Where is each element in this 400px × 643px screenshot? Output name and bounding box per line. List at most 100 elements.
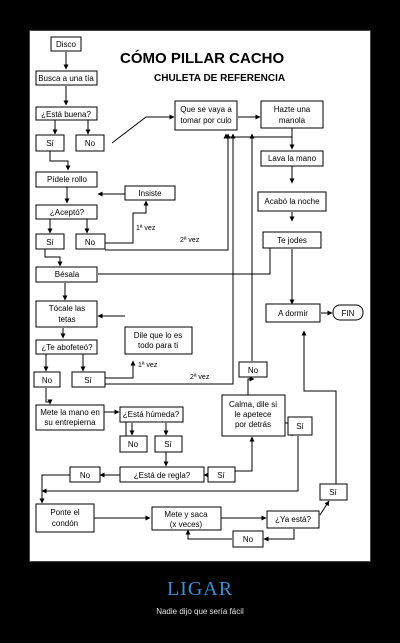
page-title: CÓMO PILLAR CACHO — [120, 49, 284, 67]
svg-text:Sí: Sí — [217, 471, 225, 480]
svg-text:Te jodes: Te jodes — [277, 236, 307, 245]
svg-text:Insiste: Insiste — [138, 189, 162, 198]
caption-subtitle: Nadie dijo que sería fácil — [156, 607, 244, 616]
svg-text:por detrás: por detrás — [235, 420, 271, 429]
nodes: Disco Busca a una tía ¿Está buena? Sí No… — [33, 36, 364, 548]
svg-text:Hazte una: Hazte una — [274, 105, 311, 114]
label-primera-vez-1: 1ª vez — [136, 225, 156, 232]
poster-frame: CÓMO PILLAR CACHO CHULETA DE REFERENCIA … — [29, 30, 371, 562]
svg-text:Pídele rollo: Pídele rollo — [47, 175, 88, 184]
svg-text:No: No — [248, 366, 259, 375]
node-si-ya: Sí — [319, 483, 348, 501]
node-mete-mano: Mete la mano en su entrepierna — [35, 404, 105, 431]
node-calma: Calma, dile si le apetece por detrás — [221, 394, 286, 437]
edge-sicalma-ponte — [41, 436, 299, 494]
label-segunda-vez-2: 2ª vez — [190, 374, 210, 381]
svg-text:tomar por culo: tomar por culo — [180, 116, 232, 125]
svg-text:FIN: FIN — [342, 309, 355, 318]
node-no-calma: No — [238, 361, 268, 378]
caption-title: LIGAR — [166, 578, 234, 600]
node-pidele: Pídele rollo — [35, 171, 98, 188]
svg-text:No: No — [85, 139, 96, 148]
svg-text:Mete la mano en: Mete la mano en — [40, 408, 100, 417]
svg-text:Ponte el: Ponte el — [50, 508, 80, 517]
svg-text:Sí: Sí — [84, 376, 92, 385]
node-no-hum: No — [119, 435, 148, 453]
node-ponte: Ponte el condón — [35, 503, 95, 533]
edge-si-calma — [235, 436, 255, 472]
edge-si-besala — [44, 249, 63, 267]
node-insiste: Insiste — [124, 185, 176, 201]
svg-text:Calma, dile si: Calma, dile si — [229, 400, 277, 409]
svg-text:manola: manola — [279, 116, 306, 125]
node-esta-buena: ¿Está buena? — [35, 106, 98, 121]
node-humeda: ¿Está húmeda? — [119, 406, 184, 423]
svg-text:¿Está húmeda?: ¿Está húmeda? — [123, 410, 180, 419]
page-subtitle: CHULETA DE REFERENCIA — [154, 73, 285, 84]
node-dormir: A dormir — [265, 303, 321, 323]
node-si-regla: Sí — [207, 466, 236, 483]
svg-text:¿Te abofeteó?: ¿Te abofeteó? — [41, 343, 93, 352]
node-si-calma: Sí — [287, 416, 313, 436]
node-lava: Lava la mano — [260, 150, 324, 167]
edge-yaesta-si — [319, 500, 330, 516]
edge-besala-jodes — [98, 240, 273, 275]
svg-text:tetas: tetas — [58, 315, 75, 324]
svg-text:le apetece: le apetece — [235, 410, 272, 419]
edge-calma-no — [247, 376, 255, 395]
edge-si-pidele — [49, 151, 71, 171]
svg-text:Tócale las: Tócale las — [49, 304, 85, 313]
svg-text:¿Ya está?: ¿Ya está? — [275, 515, 311, 524]
node-disco: Disco — [50, 36, 82, 52]
node-ya-esta: ¿Ya está? — [266, 510, 320, 529]
node-regla: ¿Está de regla? — [119, 466, 205, 483]
label-primera-vez-2: 1ª vez — [138, 362, 158, 369]
svg-text:¿Está buena?: ¿Está buena? — [41, 110, 91, 119]
edge-si-dile — [105, 360, 136, 379]
svg-text:su entrepierna: su entrepierna — [44, 418, 96, 427]
edge-no-mete — [45, 388, 53, 405]
svg-text:¿Está de regla?: ¿Está de regla? — [134, 471, 191, 480]
svg-text:Busca a una tía: Busca a una tía — [38, 74, 94, 83]
node-si-abof: Sí — [71, 371, 106, 388]
svg-text:Sí: Sí — [164, 440, 172, 449]
svg-text:Disco: Disco — [56, 40, 77, 49]
svg-text:¿Aceptó?: ¿Aceptó? — [50, 208, 85, 217]
svg-text:Lava la mano: Lava la mano — [268, 154, 317, 163]
svg-text:todo para ti: todo para ti — [138, 341, 178, 350]
svg-text:(x veces): (x veces) — [170, 520, 203, 529]
svg-text:No: No — [85, 238, 96, 247]
node-si-buena: Sí — [35, 134, 65, 152]
edge-no-insiste — [105, 200, 149, 244]
node-no-abof: No — [33, 371, 61, 388]
node-tocale: Tócale las tetas — [35, 300, 98, 328]
node-busca: Busca a una tía — [35, 70, 98, 86]
node-jodes: Te jodes — [262, 231, 322, 249]
svg-text:Que se vaya a: Que se vaya a — [180, 105, 232, 114]
edge-si-vaya — [105, 133, 236, 385]
svg-text:No: No — [243, 535, 254, 544]
node-mete-saca: Mete y saca (x veces) — [151, 506, 222, 531]
edge-no-metesaca — [185, 529, 232, 540]
svg-text:Dile que lo es: Dile que lo es — [134, 331, 182, 340]
svg-text:Sí: Sí — [296, 422, 304, 431]
edge-si-dormir — [301, 330, 337, 485]
node-besala: Bésala — [35, 266, 98, 283]
node-no-regla: No — [69, 466, 101, 483]
node-no-ya: No — [232, 530, 264, 548]
node-no-acepto: No — [75, 233, 106, 250]
svg-text:Mete y saca: Mete y saca — [164, 510, 208, 519]
svg-text:No: No — [42, 376, 53, 385]
node-manola: Hazte una manola — [260, 100, 324, 129]
edge-no-vaya — [111, 114, 175, 144]
node-no-buena: No — [75, 134, 105, 152]
node-vaya: Que se vaya a tomar por culo — [174, 100, 238, 131]
edge-labels: 1ª vez 2ª vez 1ª vez 2ª vez — [136, 225, 210, 381]
edge-no-vaya-2 — [105, 133, 231, 251]
svg-text:Sí: Sí — [46, 238, 54, 247]
node-dile: Dile que lo es todo para ti — [124, 326, 193, 355]
edge-yaesta-no — [263, 529, 295, 542]
edge-no-ponte — [39, 474, 70, 504]
svg-text:Acabó la noche: Acabó la noche — [264, 197, 320, 206]
node-si-hum: Sí — [154, 435, 183, 453]
